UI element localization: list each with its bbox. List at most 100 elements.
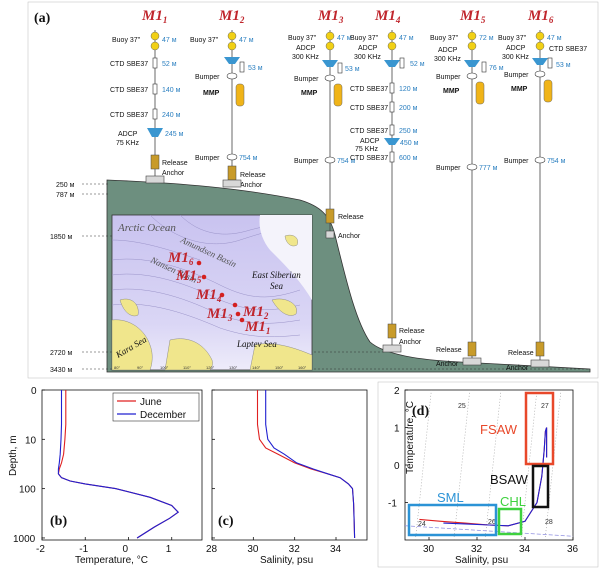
map-lon-tick: 140°: [252, 365, 261, 370]
anchor-label: Anchor: [399, 339, 422, 346]
panel-a-label: (a): [34, 11, 51, 26]
adcp-label: ADCP: [360, 138, 380, 145]
ytick-label: 1000: [13, 534, 36, 545]
mmp-icon: [235, 83, 245, 107]
series-december: [265, 390, 356, 539]
adcp-freq: 300 KHz: [292, 54, 319, 61]
adcp-icon: [147, 128, 163, 137]
station-dot: [239, 317, 245, 323]
ctd-icon: [152, 108, 158, 120]
mmp-icon: [543, 79, 553, 103]
buoy-label: Buoy 37": [498, 35, 527, 42]
release-label: Release: [338, 214, 364, 221]
panel-d-ytick-label: 2: [394, 386, 400, 397]
mmp-icon: [333, 83, 343, 107]
adcp-freq: 75 KHz: [355, 146, 378, 153]
buoy-label: Buoy 37": [112, 37, 141, 44]
buoy-label: Buoy 37": [430, 35, 459, 42]
anchor-label: Anchor: [240, 182, 263, 189]
panel-b-xtick-label: 0: [122, 544, 128, 555]
station-label-2: M12: [242, 304, 269, 321]
buoy-depth: 72 м: [479, 35, 494, 42]
release-icon: [467, 341, 477, 357]
bumper-label: Bumper: [195, 155, 220, 162]
adcp-freq: 75 KHz: [116, 140, 139, 147]
freezing-line: [404, 525, 574, 537]
station-dot: [196, 260, 202, 266]
station-label-5: M15: [175, 268, 202, 285]
map-label-east-siberian-sea: East Siberian: [251, 270, 301, 280]
box-bsaw: [531, 464, 550, 509]
map-lon-tick: 80°: [114, 365, 120, 370]
mooring-title-3: M13: [317, 8, 344, 25]
ctd-depth: 120 м: [399, 86, 418, 93]
panel-a: (a) 250 м 787 м 1850 м 2720 м 3430 м M11…: [27, 1, 599, 379]
panel-d-ytick-label: 1: [394, 424, 400, 435]
adcp-label: ADCP: [506, 45, 526, 52]
density-label: 27: [541, 403, 549, 410]
land-island: [119, 298, 139, 317]
mmp-label: MMP: [443, 88, 460, 95]
ctd-icon: [547, 57, 553, 69]
panel-d-xtick-label: 34: [519, 544, 531, 555]
bumper-label: Bumper: [294, 158, 319, 165]
ytick-label: 10: [25, 435, 37, 446]
ctd-label: CTD SBE37: [110, 61, 148, 68]
release-label: Release: [240, 172, 266, 179]
bumper-icon: [466, 163, 478, 171]
buoy-icon: [467, 41, 477, 51]
ctd-icon: [389, 82, 395, 94]
bumper-icon: [324, 156, 336, 164]
adcp-freq: 300 KHz: [434, 56, 461, 63]
station-dot: [201, 274, 207, 280]
panel-b-xlabel: Temperature, °C: [75, 555, 148, 566]
depth-tick-250: 250 м: [56, 182, 75, 189]
station-label-1: M11: [244, 319, 270, 336]
ctd-label: CTD SBE37: [110, 87, 148, 94]
box-sml: [407, 503, 498, 537]
bumper-label: Bumper: [436, 74, 461, 81]
box-chl: [497, 507, 523, 536]
station-label-4: M14: [195, 287, 222, 304]
depth-tick-2720: 2720 м: [50, 350, 73, 357]
top-depth: 52 м: [410, 61, 425, 68]
density-isoline: [484, 389, 502, 541]
bottom-depth: 777 м: [479, 165, 498, 172]
land-islet: [284, 234, 298, 247]
top-depth: 53 м: [556, 62, 571, 69]
legend-june-label: June: [140, 397, 162, 408]
map-inset: Arctic Ocean Amundsen Basin Nansen Basin…: [111, 214, 313, 371]
panel-b-xtick-label: 1: [166, 544, 172, 555]
ctd-label: CTD SBE37: [350, 105, 388, 112]
panel-d-xtick-label: 32: [471, 544, 483, 555]
density-label: 24: [418, 521, 426, 528]
ctd-icon: [399, 57, 405, 69]
depth-tick-787: 787 м: [56, 192, 75, 199]
mooring-3: Buoy 37" 47 м ADCP 300 KHz 53 м Bumper M…: [288, 30, 364, 240]
anchor-icon: [462, 357, 482, 366]
buoy-icon: [535, 31, 545, 41]
series-december: [443, 427, 548, 527]
mooring-title-5: M15: [459, 8, 486, 25]
bumper-icon: [534, 156, 546, 164]
mooring-5: Buoy 37" 72 м ADCP 300 KHz 76 м Bumper M…: [430, 30, 504, 368]
top-depth: 53 м: [248, 65, 263, 72]
panel-b-xtick-label: -1: [79, 544, 88, 555]
box-fsaw-label: FSAW: [480, 422, 518, 437]
top-depth: 76 м: [489, 65, 504, 72]
adcp-icon: [322, 60, 338, 67]
adcp-label: ADCP: [296, 45, 316, 52]
bottom-depth: 754 м: [337, 158, 356, 165]
ctd-label: CTD SBE37: [350, 155, 388, 162]
bumper-label: Bumper: [436, 165, 461, 172]
bumper-label: Bumper: [504, 158, 529, 165]
buoy-label: Buoy 37": [288, 35, 317, 42]
anchor-label: Anchor: [338, 233, 361, 240]
top-depth: 53 м: [345, 66, 360, 73]
mooring-4: Buoy 37" 47 м ADCP 300 KHz 52 м CTD SBE3…: [350, 30, 425, 353]
adcp-freq: 300 KHz: [502, 54, 529, 61]
ctd-label: CTD SBE37: [549, 46, 587, 53]
map-label-east-siberian-sea-2: Sea: [270, 281, 283, 291]
